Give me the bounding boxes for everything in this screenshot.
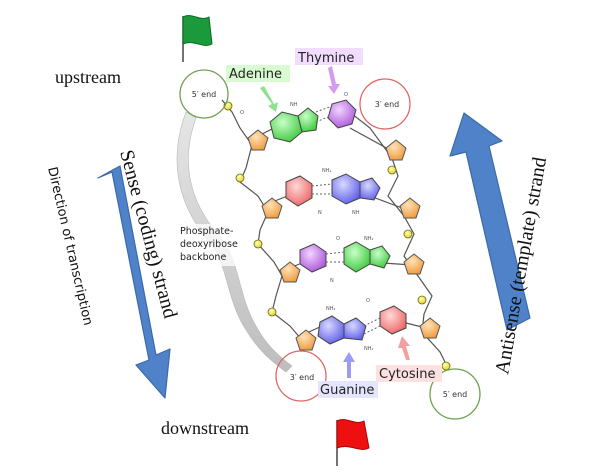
svg-text:N: N [318, 210, 322, 216]
sugar-group [247, 129, 441, 351]
svg-text:O: O [366, 298, 370, 304]
phosphate-group [223, 101, 451, 371]
red-flag-icon [336, 419, 370, 466]
direction-arrow-up [449, 112, 531, 331]
svg-text:O: O [344, 92, 348, 98]
three-prime-end-top: 3′ end [359, 78, 411, 130]
svg-text:5′ end: 5′ end [443, 390, 468, 399]
svg-text:NH₂: NH₂ [326, 306, 336, 312]
green-flag-icon [182, 15, 213, 62]
svg-text:NH₂: NH₂ [364, 346, 374, 352]
five-prime-end-top: 5′ end [179, 69, 229, 119]
svg-text:3′ end: 3′ end [375, 100, 400, 109]
svg-text:NH: NH [352, 210, 360, 216]
svg-text:O: O [240, 110, 244, 116]
svg-text:N: N [330, 278, 334, 284]
svg-text:NH: NH [290, 102, 298, 108]
backbone-label: Phosphate- deoxyribose backbone [178, 224, 252, 266]
svg-text:Thymine: Thymine [297, 51, 354, 66]
base-pair-2 [285, 173, 381, 207]
downstream-label: downstream [161, 418, 249, 438]
chemistry-annotations: NH O O NH₂ N NH O NH₂ N NH₂ O NH₂ [240, 92, 374, 352]
svg-text:Guanine: Guanine [320, 383, 374, 398]
base-pair-4 [317, 305, 407, 345]
svg-text:O: O [336, 236, 340, 242]
three-prime-end-bottom: 3′ end [275, 350, 327, 402]
adenine-label: Adenine [226, 65, 290, 112]
guanine-label: Guanine [318, 352, 378, 398]
svg-text:backbone: backbone [180, 252, 226, 263]
cytosine-label: Cytosine [376, 336, 442, 382]
five-prime-end-bottom: 5′ end [429, 368, 481, 420]
svg-text:5′ end: 5′ end [192, 90, 217, 99]
svg-text:Cytosine: Cytosine [379, 367, 435, 382]
direction-of-transcription-label: Direction of transcription [44, 166, 95, 327]
svg-text:NH₂: NH₂ [364, 236, 374, 242]
svg-text:Adenine: Adenine [229, 67, 282, 82]
svg-text:Phosphate-: Phosphate- [180, 226, 233, 237]
svg-text:3′ end: 3′ end [290, 373, 315, 382]
svg-text:deoxyribose: deoxyribose [180, 239, 238, 250]
svg-text:NH₂: NH₂ [322, 168, 332, 174]
direction-arrow-down [97, 165, 171, 399]
base-pair-3 [299, 241, 391, 273]
upstream-label: upstream [55, 67, 121, 87]
base-pair-1 [269, 99, 357, 143]
thymine-label: Thymine [295, 48, 363, 94]
